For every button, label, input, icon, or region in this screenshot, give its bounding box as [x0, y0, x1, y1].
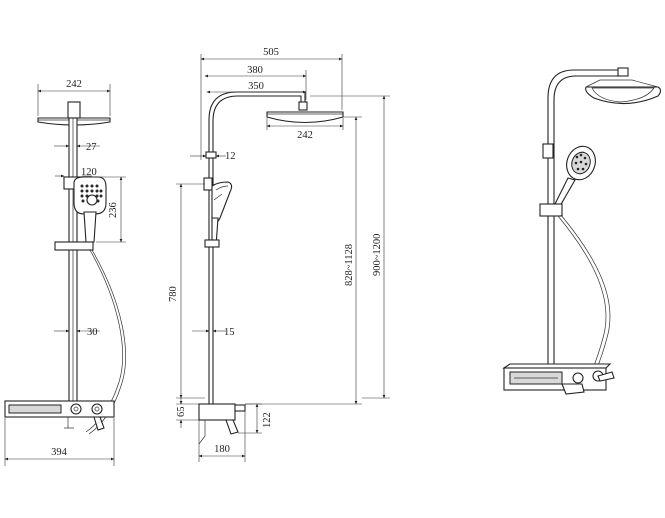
front-slider: [54, 241, 94, 251]
persp-shower-head: [585, 86, 662, 105]
front-head-connector: [67, 101, 81, 119]
dim-front-pipe-dia: 30: [87, 327, 98, 338]
dim-side-bottom-65: 65: [176, 407, 187, 418]
dim-side-pipe-dia: 15: [224, 327, 235, 338]
persp-knob-left: [572, 372, 584, 384]
side-view: 505 380 350 12 242 780 15 65 1: [168, 47, 390, 462]
side-head-connector: [298, 101, 308, 111]
persp-hose: [557, 215, 607, 367]
dim-side-head-width: 242: [297, 130, 313, 141]
dim-front-arm-offset: 27: [86, 142, 97, 153]
front-view: 242 27 120 236 30 394: [4, 79, 126, 466]
dim-side-valve-height: 122: [262, 412, 273, 428]
front-knob-right: [91, 403, 103, 415]
side-shower-head: [266, 111, 344, 123]
dim-side-reach-380: 380: [247, 65, 263, 76]
dim-front-base-width: 394: [51, 447, 68, 458]
front-hand-handle: [83, 211, 97, 243]
side-upper-bracket: [205, 151, 217, 159]
persp-hand-handle: [554, 177, 576, 207]
side-outlet: [234, 404, 246, 412]
side-riser-arm: [208, 91, 306, 404]
side-lever: [225, 419, 239, 435]
persp-slider: [539, 203, 563, 217]
dim-side-reach-350: 350: [248, 81, 264, 92]
dim-side-total-reach: 505: [263, 47, 279, 58]
side-holder: [203, 177, 213, 191]
dim-side-rail-length: 780: [168, 286, 179, 302]
dim-side-height-range-1: 828~1128: [344, 244, 355, 286]
dim-front-hand-height: 236: [108, 202, 119, 218]
persp-shelf-top: [502, 363, 612, 369]
side-slider: [204, 239, 220, 248]
dim-front-head-width: 242: [66, 79, 82, 90]
dim-side-base-depth: 180: [214, 444, 230, 455]
dim-side-wall-gap: 12: [225, 151, 236, 162]
persp-upper-bracket: [542, 143, 554, 159]
side-mixer-body: [198, 403, 236, 421]
front-knob-left: [70, 403, 82, 415]
perspective-view: [502, 67, 662, 395]
dim-side-height-range-2: 900~1200: [372, 234, 383, 276]
front-lever: [93, 416, 105, 431]
side-hand-shower: [211, 181, 233, 224]
persp-lever: [597, 371, 615, 382]
persp-spout: [561, 383, 585, 395]
persp-riser: [547, 69, 620, 364]
dim-front-holder-width: 120: [81, 167, 97, 178]
